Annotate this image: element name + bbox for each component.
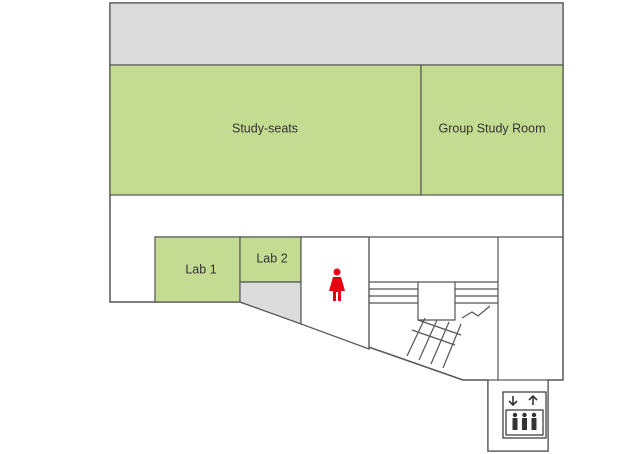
room-lab-2[interactable]: Lab 2: [239, 236, 302, 283]
elevator[interactable]: [487, 379, 549, 452]
room-study-seats[interactable]: Study-seats: [109, 64, 422, 196]
room-restroom[interactable]: [300, 236, 370, 350]
room-label-group-study: Group Study Room: [439, 121, 546, 135]
womens-restroom-icon: [329, 268, 345, 301]
room-group-study[interactable]: Group Study Room: [420, 64, 564, 196]
unused-area-small: [239, 281, 302, 325]
room-label-lab-2: Lab 2: [256, 251, 287, 265]
stairwell: [368, 237, 499, 380]
room-label-study-seats: Study-seats: [232, 121, 298, 135]
elevator-icon: [502, 391, 547, 439]
room-label-lab-1: Lab 1: [185, 262, 216, 276]
unused-area-top: [109, 2, 564, 66]
room-lab-1[interactable]: Lab 1: [154, 236, 241, 303]
